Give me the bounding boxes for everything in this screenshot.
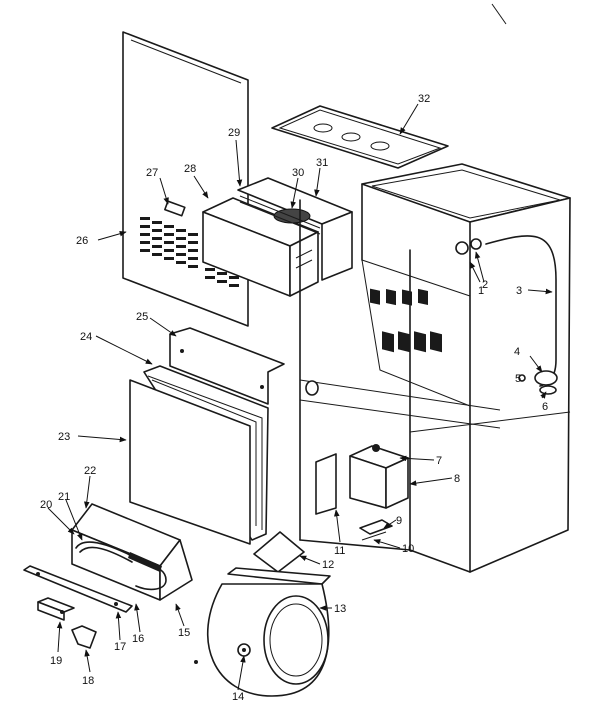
callout-22: 22 xyxy=(84,465,96,477)
clips xyxy=(37,597,97,649)
door-latch xyxy=(164,200,186,217)
callout-12: 12 xyxy=(322,559,334,571)
callout-leaders xyxy=(47,103,553,691)
lower-door xyxy=(129,379,251,545)
callout-1: 1 xyxy=(478,285,484,297)
callout-27: 27 xyxy=(146,167,158,179)
callout-24: 24 xyxy=(80,331,92,343)
callout-23: 23 xyxy=(58,431,70,443)
control-box xyxy=(202,197,319,297)
callout-32: 32 xyxy=(418,93,430,105)
callout-15: 15 xyxy=(178,627,190,639)
callout-29: 29 xyxy=(228,127,240,139)
burner-housing xyxy=(237,177,353,281)
callout-13: 13 xyxy=(334,603,346,615)
callout-11: 11 xyxy=(334,545,345,557)
filter-plate xyxy=(169,327,285,405)
callout-21: 21 xyxy=(58,491,70,503)
callout-16: 16 xyxy=(132,633,144,645)
callout-3: 3 xyxy=(516,285,522,297)
callout-6: 6 xyxy=(542,401,548,413)
blower-housing xyxy=(194,567,331,697)
callout-9: 9 xyxy=(396,515,402,527)
door-panel xyxy=(122,31,249,327)
callout-20: 20 xyxy=(40,499,52,511)
callout-17: 17 xyxy=(114,641,126,653)
callout-2: 2 xyxy=(482,279,488,291)
callout-10: 10 xyxy=(402,543,414,555)
callout-8: 8 xyxy=(454,473,460,485)
callout-4: 4 xyxy=(514,346,520,358)
callout-19: 19 xyxy=(50,655,62,667)
corner-mark xyxy=(491,3,507,25)
callout-7: 7 xyxy=(436,455,442,467)
mounting-rail xyxy=(23,565,133,613)
blower-tray xyxy=(71,503,193,601)
callout-labels: 1 2 3 4 5 6 7 8 9 10 11 12 13 14 15 16 1… xyxy=(40,93,548,703)
callout-30: 30 xyxy=(292,167,304,179)
callout-28: 28 xyxy=(184,163,196,175)
callout-25: 25 xyxy=(136,311,148,323)
callout-14: 14 xyxy=(232,691,244,703)
callout-5: 5 xyxy=(515,373,521,385)
callout-26: 26 xyxy=(76,235,88,247)
callout-18: 18 xyxy=(82,675,94,687)
top-plate xyxy=(271,105,449,169)
door-louvers xyxy=(140,217,239,287)
cutoff-plate xyxy=(253,531,305,573)
callout-31: 31 xyxy=(316,157,328,169)
